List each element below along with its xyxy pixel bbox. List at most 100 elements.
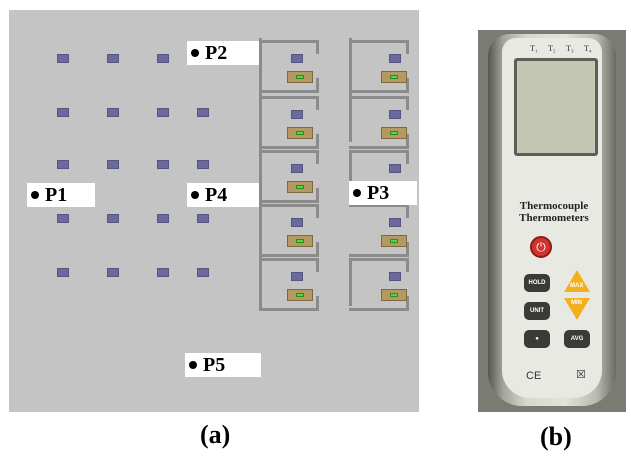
rack-wall <box>316 188 319 203</box>
light-key: ● <box>524 330 550 348</box>
point-dot-icon <box>191 191 199 199</box>
floor-block <box>197 108 209 117</box>
channel-label-t1: T₁ <box>530 44 538 53</box>
rack-sensor-block <box>389 54 401 63</box>
floor-block <box>197 214 209 223</box>
server-led-icon <box>390 131 398 135</box>
server-unit <box>381 289 407 301</box>
rack-wall <box>406 296 409 311</box>
unit-key: UNIT <box>524 302 550 320</box>
brand-text: Thermocouple Thermometers <box>508 200 600 224</box>
rack-sensor-block <box>291 272 303 281</box>
server-unit <box>381 71 407 83</box>
rack-wall <box>259 254 319 257</box>
rack-sensor-block <box>389 272 401 281</box>
lcd-display <box>514 58 598 156</box>
power-icon: ⏻ <box>530 236 552 258</box>
floor-block <box>107 54 119 63</box>
point-label-text: P5 <box>203 354 226 376</box>
recycle-bin-icon: ☒ <box>576 369 586 381</box>
rack-wall <box>406 204 409 218</box>
floor-block <box>107 214 119 223</box>
rack-wall <box>259 150 319 153</box>
point-dot-icon <box>353 189 361 197</box>
server-led-icon <box>390 239 398 243</box>
rack-wall <box>349 146 409 149</box>
server-led-icon <box>390 293 398 297</box>
rack-wall <box>406 134 409 149</box>
rack-wall <box>349 90 409 93</box>
brand-line-1: Thermocouple <box>519 200 589 212</box>
point-label-p1: P1 <box>27 183 95 207</box>
floor-block <box>107 268 119 277</box>
rack-wall <box>349 258 352 306</box>
min-key <box>564 298 590 320</box>
server-unit <box>381 127 407 139</box>
ce-mark: CE <box>526 370 542 382</box>
rack-wall <box>406 150 409 164</box>
rack-wall <box>349 204 409 207</box>
rack-wall <box>259 204 319 207</box>
point-label-p5: P5 <box>185 353 261 377</box>
rack-wall <box>259 146 319 149</box>
server-led-icon <box>296 185 304 189</box>
floor-block <box>57 214 69 223</box>
point-dot-icon <box>191 49 199 57</box>
point-dot-icon <box>189 361 197 369</box>
max-key-label: MAX <box>570 283 584 289</box>
point-label-text: P4 <box>205 184 228 206</box>
channel-label-t3: T₃ <box>566 44 574 53</box>
rack-sensor-block <box>291 218 303 227</box>
rack-sensor-block <box>291 54 303 63</box>
point-label-text: P3 <box>367 182 390 204</box>
rack-wall <box>316 296 319 311</box>
server-unit <box>287 235 313 247</box>
channel-label-t4: T₄ <box>584 44 592 53</box>
floor-block <box>157 54 169 63</box>
rack-wall <box>316 258 319 272</box>
rack-wall <box>406 40 409 54</box>
floor-block <box>197 160 209 169</box>
point-label-text: P2 <box>205 42 228 64</box>
floor-block <box>57 160 69 169</box>
caption-b: (b) <box>540 422 572 451</box>
rack-wall <box>259 200 319 203</box>
rack-wall <box>406 96 409 110</box>
server-unit <box>287 289 313 301</box>
thermometer-photo: T₁ T₂ T₃ T₄ Thermocouple Thermometers ⏻ … <box>478 30 626 412</box>
rack-sensor-block <box>291 164 303 173</box>
rack-wall <box>259 96 319 99</box>
rack-wall <box>316 96 319 110</box>
floor-block <box>107 108 119 117</box>
rack-wall <box>406 258 409 272</box>
server-led-icon <box>296 293 304 297</box>
rack-wall <box>316 150 319 164</box>
rack-wall <box>259 258 319 261</box>
server-unit <box>381 235 407 247</box>
rack-wall <box>349 254 409 257</box>
server-led-icon <box>390 75 398 79</box>
rack-wall <box>349 308 409 311</box>
server-led-icon <box>296 131 304 135</box>
floor-block <box>157 268 169 277</box>
rack-wall <box>349 96 409 99</box>
rack-wall <box>349 258 409 261</box>
rack-wall <box>259 308 319 311</box>
floor-block <box>57 54 69 63</box>
rack-wall <box>406 78 409 93</box>
rack-wall <box>406 242 409 257</box>
bulb-icon: ● <box>535 336 539 342</box>
floor-block <box>197 268 209 277</box>
rack-sensor-block <box>389 218 401 227</box>
server-unit <box>287 71 313 83</box>
rack-sensor-block <box>291 110 303 119</box>
floor-block <box>57 108 69 117</box>
brand-line-2: Thermometers <box>519 212 589 224</box>
floor-block <box>157 108 169 117</box>
channel-label-t2: T₂ <box>548 44 556 53</box>
rack-sensor-block <box>389 110 401 119</box>
rack-wall <box>349 40 409 43</box>
rack-wall <box>316 204 319 218</box>
room-layout: P2 P1 P4 P3 P5 <box>9 10 419 412</box>
rack-wall <box>316 40 319 54</box>
